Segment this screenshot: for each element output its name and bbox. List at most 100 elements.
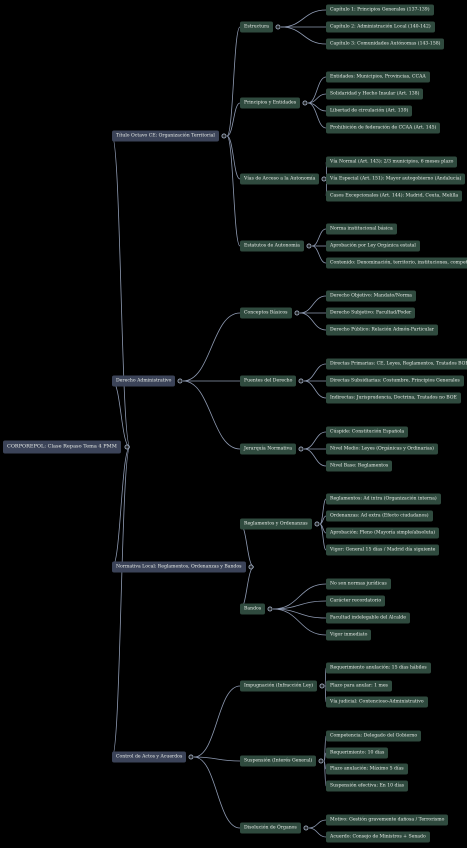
connector-branch-topic bbox=[182, 380, 241, 450]
collapse-toggle-topic[interactable] bbox=[303, 825, 309, 831]
leaf-node[interactable]: Nivel Base: Reglamentos bbox=[326, 460, 393, 472]
connector-topic-leaf bbox=[308, 819, 327, 829]
connector-topic-leaf bbox=[272, 608, 327, 636]
connector-branch-topic bbox=[226, 135, 241, 247]
connector-topic-leaf bbox=[272, 583, 327, 610]
connector-branch-topic bbox=[193, 756, 241, 829]
collapse-toggle-branch[interactable] bbox=[177, 378, 183, 384]
leaf-node[interactable]: No son normas jurídicas bbox=[326, 578, 391, 590]
connector-branch-topic bbox=[193, 756, 241, 762]
leaf-node[interactable]: Plazo anulación: Máximo 5 días bbox=[326, 763, 408, 775]
collapse-toggle-root[interactable] bbox=[124, 444, 130, 450]
collapse-toggle-topic[interactable] bbox=[319, 683, 325, 689]
topic-node[interactable]: Vías de Acceso a la Autonomía bbox=[240, 173, 320, 185]
collapse-toggle-topic[interactable] bbox=[298, 446, 304, 452]
connector-topic-leaf bbox=[280, 26, 327, 45]
leaf-node[interactable]: Motivo: Gestión gravemente dañosa / Terr… bbox=[326, 814, 449, 826]
leaf-node[interactable]: Nivel Medio: Leyes (Orgánicas y Ordinari… bbox=[326, 443, 438, 455]
leaf-node[interactable]: Cúspide: Constitución Española bbox=[326, 426, 409, 438]
leaf-node[interactable]: Directas Primarias: CE, Leyes, Reglament… bbox=[326, 358, 467, 370]
leaf-node[interactable]: Suspensión efectiva: En 10 días bbox=[326, 780, 409, 792]
connector-topic-leaf bbox=[311, 228, 327, 247]
connector-root-branch bbox=[111, 446, 131, 758]
connector-topic-leaf bbox=[319, 498, 327, 525]
connector-topic-leaf bbox=[303, 431, 327, 450]
leaf-node[interactable]: Capítulo 3: Comunidades Autónomas (143-1… bbox=[326, 38, 445, 50]
connector-branch-topic bbox=[226, 102, 241, 137]
collapse-toggle-branch[interactable] bbox=[188, 754, 194, 760]
topic-node[interactable]: Principios y Entidades bbox=[240, 97, 301, 109]
leaf-node[interactable]: Facultad indelegable del Alcalde bbox=[326, 612, 410, 624]
leaf-node[interactable]: Acuerdo: Consejo de Ministros + Senado bbox=[326, 831, 430, 843]
topic-node[interactable]: Fuentes del Derecho bbox=[240, 375, 297, 387]
leaf-node[interactable]: Competencia: Delegado del Gobierno bbox=[326, 730, 422, 742]
topic-node[interactable]: Disolución de Órganos bbox=[240, 822, 301, 834]
leaf-node[interactable]: Prohibición de federación de CCAA (Art. … bbox=[326, 122, 441, 134]
connector-topic-leaf bbox=[307, 102, 327, 129]
topic-node[interactable]: Conceptos Básicos bbox=[240, 307, 292, 319]
leaf-node[interactable]: Ordenanzas: Ad extra (Efecto ciudadanos) bbox=[326, 510, 433, 522]
leaf-node[interactable]: Derecho Subjetivo: Facultad/Poder bbox=[326, 307, 416, 319]
collapse-toggle-topic[interactable] bbox=[318, 758, 324, 764]
connector-topic-leaf bbox=[308, 827, 327, 838]
leaf-node[interactable]: Directas Subsidiarias: Costumbre, Princi… bbox=[326, 375, 464, 387]
collapse-toggle-topic[interactable] bbox=[275, 24, 281, 30]
leaf-node[interactable]: Norma institucional básica bbox=[326, 223, 397, 235]
connector-topic-leaf bbox=[324, 685, 327, 703]
topic-node[interactable]: Suspensión (Interés General) bbox=[240, 755, 317, 767]
topic-node[interactable]: Reglamentos y Ordenanzas bbox=[240, 518, 312, 530]
leaf-node[interactable]: Capítulo 2: Administración Local (140-14… bbox=[326, 21, 435, 33]
connector-topic-leaf bbox=[299, 295, 327, 314]
topic-node[interactable]: Estatutos de Autonomía bbox=[240, 240, 304, 252]
leaf-node[interactable]: Reglamentos: Ad intra (Organización inte… bbox=[326, 493, 441, 505]
leaf-node[interactable]: Indirectas: Jurisprudencia, Doctrina, Tr… bbox=[326, 392, 461, 404]
leaf-node[interactable]: Vigor inmediato bbox=[326, 629, 372, 641]
connector-topic-leaf bbox=[303, 448, 327, 467]
leaf-node[interactable]: Aprobación por Ley Orgánica estatal bbox=[326, 240, 420, 252]
branch-node[interactable]: Control de Actos y Acuerdos bbox=[112, 751, 187, 763]
collapse-toggle-topic[interactable] bbox=[302, 100, 308, 106]
topic-node[interactable]: Impugnación (Infracción Ley) bbox=[240, 680, 318, 692]
leaf-node[interactable]: Aprobación: Pleno (Mayoría simple/absolu… bbox=[326, 527, 440, 539]
connector-root-branch bbox=[111, 135, 131, 448]
leaf-node[interactable]: Vía Normal (Art. 143): 2/3 municipios, 6… bbox=[326, 156, 458, 168]
connector-topic-leaf bbox=[307, 93, 327, 104]
collapse-toggle-topic[interactable] bbox=[294, 310, 300, 316]
leaf-node[interactable]: Derecho Objetivo: Mandato/Norma bbox=[326, 290, 416, 302]
collapse-toggle-branch[interactable] bbox=[221, 133, 227, 139]
collapse-toggle-topic[interactable] bbox=[298, 378, 304, 384]
branch-node[interactable]: Derecho Administrativo bbox=[112, 375, 176, 387]
topic-node[interactable]: Estructura bbox=[240, 21, 274, 33]
leaf-node[interactable]: Capítulo 1: Principios Generales (137-13… bbox=[326, 4, 434, 16]
collapse-toggle-branch[interactable] bbox=[248, 564, 254, 570]
leaf-node[interactable]: Vía Especial (Art. 151): Mayor autogobie… bbox=[326, 173, 466, 185]
topic-node[interactable]: Jerarquía Normativa bbox=[240, 443, 296, 455]
leaf-node[interactable]: Derecho Público: Relación Admón-Particul… bbox=[326, 324, 438, 336]
leaf-node[interactable]: Vía judicial: Contencioso-Administrativo bbox=[326, 696, 428, 708]
leaf-node[interactable]: Entidades: Municipios, Provincias, CCAA bbox=[326, 71, 430, 83]
leaf-node[interactable]: Carácter recordatorio bbox=[326, 595, 386, 607]
connector-topic-leaf bbox=[303, 363, 327, 382]
branch-node[interactable]: Título Octavo CE: Organización Territori… bbox=[112, 130, 219, 142]
leaf-node[interactable]: Casos Excepcionales (Art. 144): Madrid, … bbox=[326, 190, 463, 202]
leaf-node[interactable]: Plazo para anular: 1 mes bbox=[326, 680, 392, 692]
leaf-node[interactable]: Libertad de circulación (Art. 139) bbox=[326, 105, 413, 117]
leaf-node[interactable]: Requerimiento anulación: 15 días hábiles bbox=[326, 662, 431, 674]
leaf-node[interactable]: Contenido: Denominación, territorio, ins… bbox=[326, 257, 467, 269]
collapse-toggle-topic[interactable] bbox=[306, 243, 312, 249]
connector-topic-leaf bbox=[299, 312, 327, 331]
branch-node[interactable]: Normativa Local: Reglamentos, Ordenanzas… bbox=[112, 561, 246, 573]
collapse-toggle-topic[interactable] bbox=[314, 521, 320, 527]
connector-root-branch bbox=[111, 446, 131, 568]
topic-node[interactable]: Bandos bbox=[240, 603, 266, 615]
leaf-node[interactable]: Requerimiento: 10 días bbox=[326, 747, 389, 759]
connector-topic-leaf bbox=[303, 380, 327, 399]
root-node[interactable]: CORPOREPOL: Clase Repaso Tema 4 PMM bbox=[3, 440, 121, 454]
leaf-node[interactable]: Vigor: General 15 días / Madrid día sigu… bbox=[326, 544, 440, 556]
leaf-node[interactable]: Solidaridad y Hecho Insular (Art. 138) bbox=[326, 88, 424, 100]
connector-topic-leaf bbox=[272, 608, 327, 619]
connector-branch-topic bbox=[182, 312, 241, 382]
collapse-toggle-topic[interactable] bbox=[267, 606, 273, 612]
connector-topic-leaf bbox=[311, 245, 327, 264]
connector-branch-topic bbox=[193, 685, 241, 758]
